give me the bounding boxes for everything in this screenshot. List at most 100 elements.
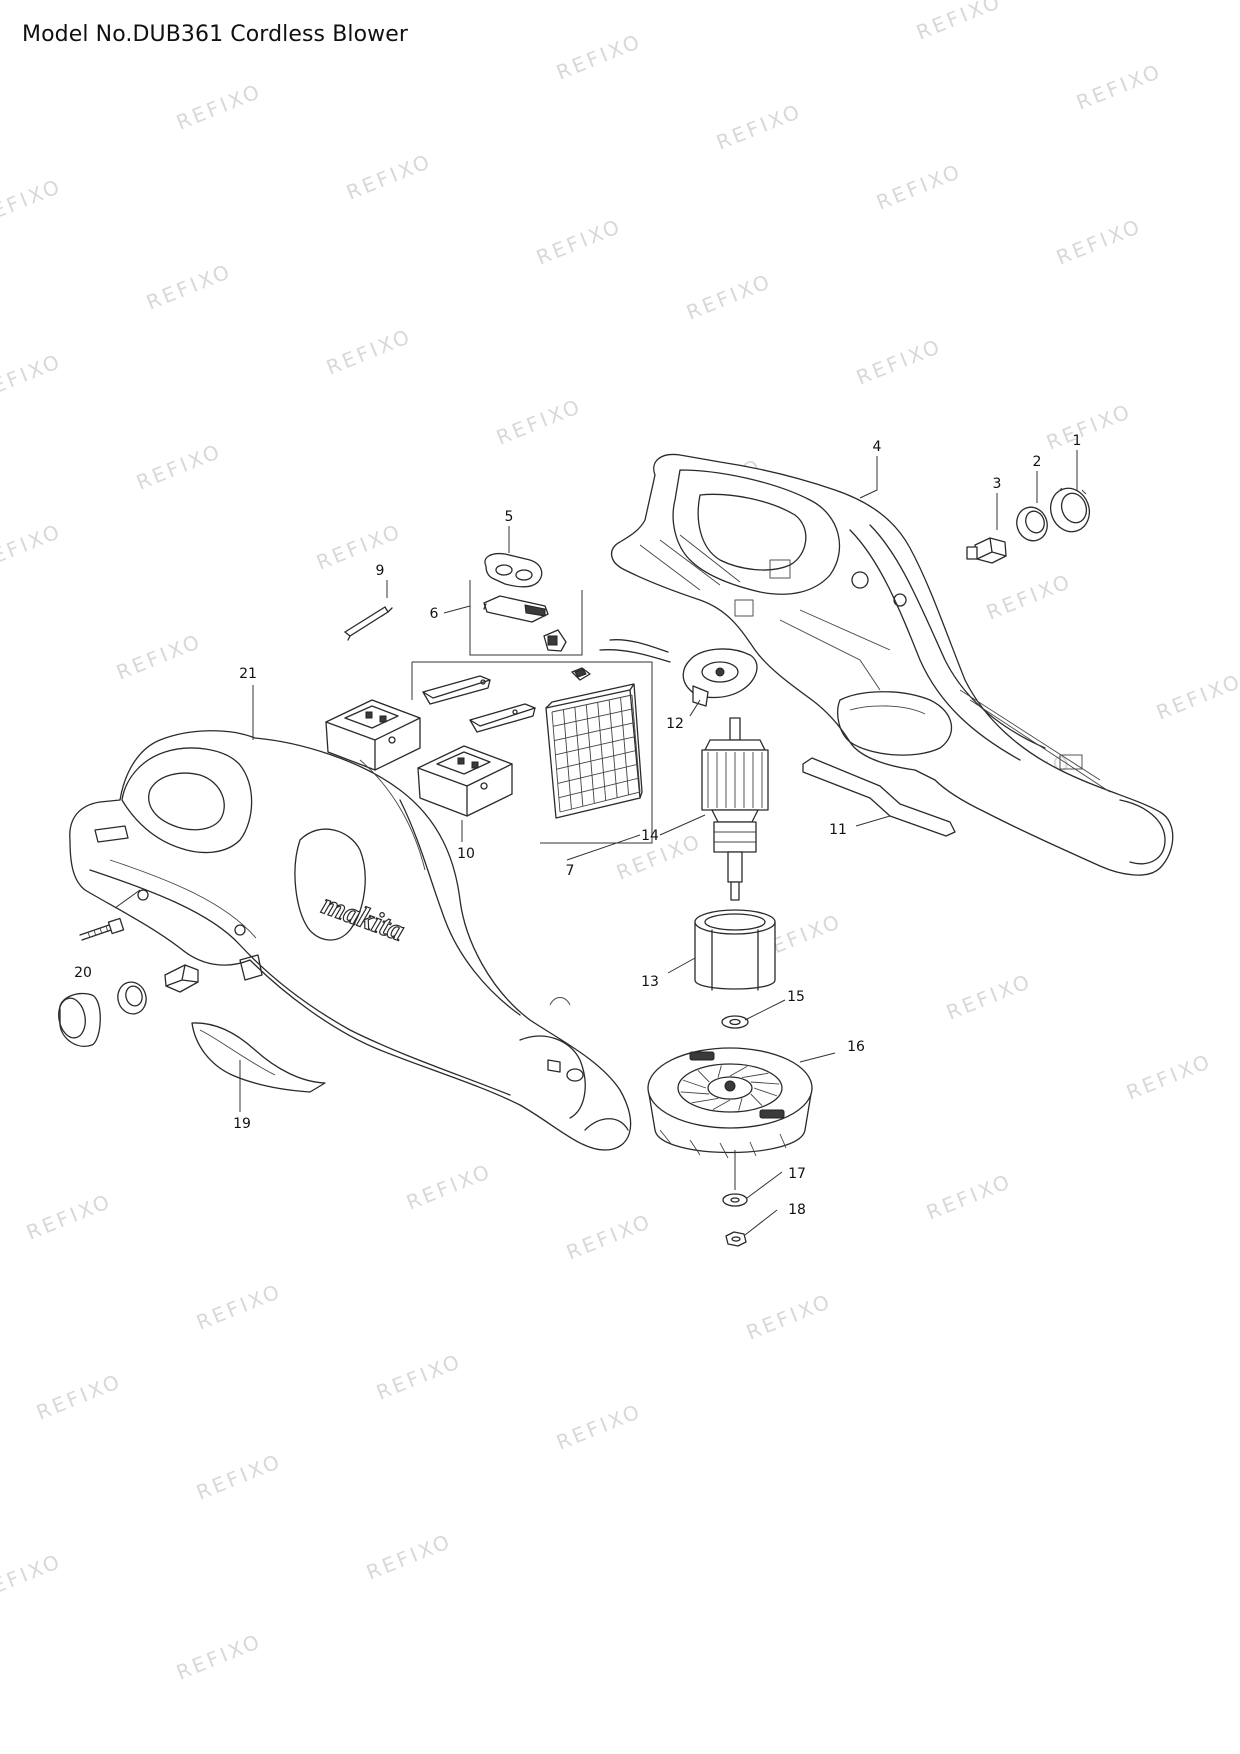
watermark-text: REFIXO [1153,669,1240,725]
watermark-text: REFIXO [533,214,626,270]
watermark-text: REFIXO [23,1189,116,1245]
watermark-text: REFIXO [493,394,586,450]
watermark-text: REFIXO [943,969,1036,1025]
part-15-washer-drawing [721,1015,749,1029]
part-number-17: 17 [788,1166,806,1182]
fan-vane-line [717,1065,722,1078]
fan-vane-line [729,1066,748,1077]
housing-left-drawing: makita [69,730,632,1151]
part-20-ring-drawing [117,981,147,1015]
watermark-text: REFIXO [403,1159,496,1215]
watermark-text: REFIXO [143,259,236,315]
fan-vanes [680,1065,780,1111]
part-number-1: 1 [1073,433,1082,449]
part-12-brush-holder-drawing [599,639,758,707]
part-number-15: 15 [787,989,805,1005]
watermark-text: REFIXO [553,1399,646,1455]
part-number-6: 6 [430,606,439,622]
part-6-circuit-drawing [483,595,567,652]
part-number-18: 18 [788,1202,806,1218]
filter-grid-line [557,763,638,784]
fan-vane-line [680,1091,710,1095]
fan-vane-line [753,1087,778,1097]
filter-grid-line [559,791,641,813]
part-7-filter-grid [551,694,641,813]
filter-grid-line [553,708,634,727]
part-7-strips-drawing [422,667,591,733]
watermark-text: REFIXO [913,0,1006,45]
watermark-text: REFIXO [33,1369,126,1425]
watermark-text: REFIXO [313,519,406,575]
part-number-19: 19 [233,1116,251,1132]
part-number-2: 2 [1033,454,1042,470]
part-number-10: 10 [457,846,475,862]
watermark-text: REFIXO [193,1279,286,1335]
watermark-text: REFIXO [173,1629,266,1685]
part-number-13: 13 [641,974,659,990]
part-20-cap-drawing [58,992,101,1047]
part-20-switch-drawing [164,964,199,993]
fan-vane-line [750,1081,780,1085]
fan-vane-line [697,1070,710,1083]
part-3-switch-drawing [966,537,1007,564]
part-number-labels: 1 2 3 4 5 6 7 9 10 11 12 13 14 15 16 17 … [74,433,1081,1218]
filter-grid-line [558,777,639,799]
page-title: Model No.DUB361 Cordless Blower [22,22,409,47]
part-9-spring-drawing [344,606,393,641]
part-16-fan-drawing [647,1047,813,1159]
part-number-20: 20 [74,965,92,981]
watermark-text: REFIXO [0,1549,65,1605]
fan-vane-line [738,1098,743,1111]
filter-grid-line [585,704,595,804]
fan-vane-line [691,1097,719,1104]
fan-vane-line [750,1093,763,1106]
part-10-terminal-lower [417,745,513,817]
filter-grid-line [562,709,572,810]
watermark-text: REFIXO [113,629,206,685]
watermark-text: REFIXO [713,99,806,155]
leader-lines [114,450,1078,1236]
part-number-3: 3 [993,476,1002,492]
filter-grid-line [620,697,630,795]
filter-grid-line [574,707,584,807]
filter-grid-line [554,722,635,742]
housing-right-drawing [610,453,1174,876]
watermark-text: REFIXO [743,1289,836,1345]
filter-grid-line [555,736,636,756]
part-14-armature-drawing [701,717,769,901]
fan-vane-line [712,1099,731,1110]
watermark-text: REFIXO [563,1209,656,1265]
watermark-text: REFIXO [1053,214,1146,270]
part-number-11: 11 [829,822,847,838]
watermark-text: REFIXO [1043,399,1136,455]
watermark-text: REFIXO [923,1169,1016,1225]
filter-grid-line [551,694,633,713]
part-number-16: 16 [847,1039,865,1055]
part-number-7: 7 [566,863,575,879]
part-number-12: 12 [666,716,684,732]
watermark-text: REFIXO [373,1349,466,1405]
watermark-text: REFIXO [873,159,966,215]
watermark-text: REFIXO [613,829,706,885]
filter-grid-line [551,711,561,813]
fan-vane-line [741,1072,769,1079]
watermark-text: REFIXO [683,269,776,325]
filter-grid-line [631,694,641,793]
watermark-text: REFIXO [1123,1049,1216,1105]
watermark-text: REFIXO [553,29,646,85]
part-number-14: 14 [641,828,659,844]
part-number-9: 9 [376,563,385,579]
part-10-terminal-upper [325,699,421,771]
part-number-5: 5 [505,509,514,525]
part-11-plate-drawing [802,757,956,837]
watermark-text: REFIXO [133,439,226,495]
part-17-washer-drawing [722,1193,748,1207]
part-13-stator-drawing [694,909,776,991]
part-1-cap-drawing [1049,487,1091,533]
armature-slots [707,752,763,808]
part-18-nut-drawing [725,1231,747,1247]
part-5-button-cover-drawing [484,552,543,588]
watermark-text: REFIXO [853,334,946,390]
watermark-text: REFIXO [173,79,266,135]
